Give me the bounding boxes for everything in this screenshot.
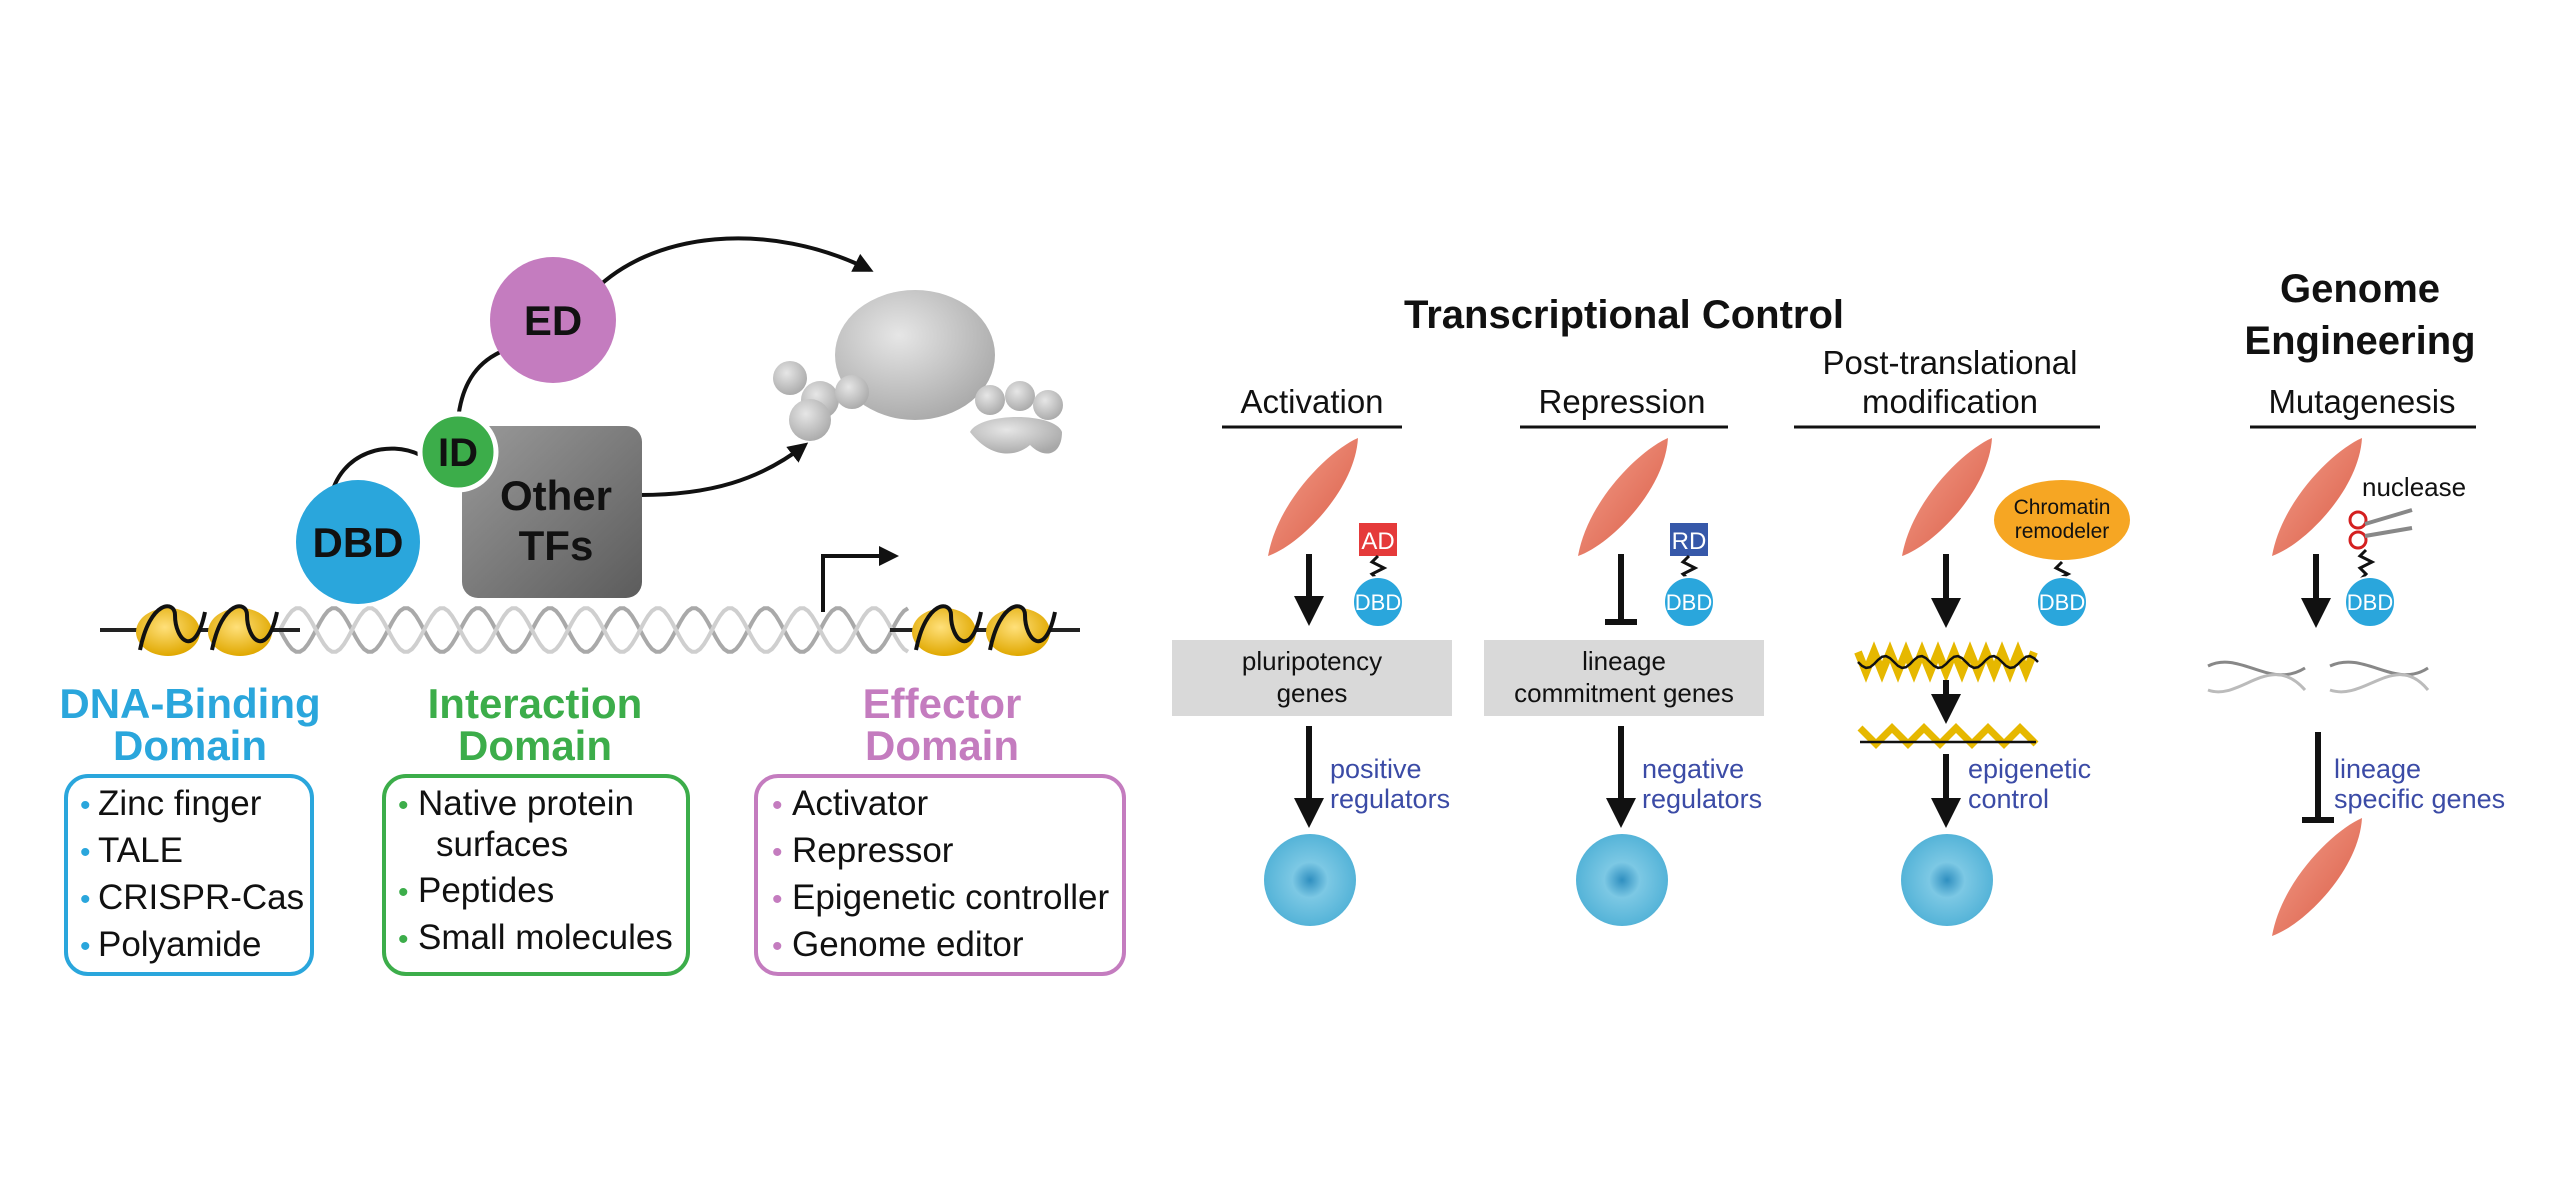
- repression-header: Repression: [1539, 383, 1706, 420]
- id-circle: ID: [417, 411, 499, 493]
- transcriptional-control-title: Transcriptional Control: [1404, 293, 1844, 337]
- dbd-small-label: DBD: [1355, 590, 1401, 615]
- epigenetic-control-1: epigenetic: [1968, 754, 2091, 784]
- positive-regulators-2: regulators: [1330, 784, 1450, 814]
- id-item-small-molecules: Small molecules: [418, 918, 673, 957]
- ed-item-epigenetic-controller: Epigenetic controller: [792, 878, 1109, 917]
- negative-regulators-1: negative: [1642, 754, 1744, 784]
- interaction-domain: Interaction Domain • • • Native protein …: [382, 680, 690, 976]
- bullet-dot: •: [772, 930, 783, 963]
- fibroblast-cell: [2272, 438, 2362, 556]
- genome-engineering-title-2: Engineering: [2244, 319, 2475, 363]
- effector-title-2: Domain: [865, 722, 1019, 769]
- bullet-dot: •: [80, 836, 91, 869]
- dbd-small-label: DBD: [2039, 590, 2085, 615]
- lineage-box-line-2: commitment genes: [1514, 678, 1734, 708]
- genome-engineering-title-1: Genome: [2280, 267, 2440, 311]
- mutagenesis-column: nuclease DBD lineage specific genes: [2207, 438, 2505, 936]
- dbd-item-crispr-cas: CRISPR-Cas: [98, 878, 304, 917]
- bullet-dot: •: [772, 789, 783, 822]
- negative-regulators-2: regulators: [1642, 784, 1762, 814]
- pluripotency-box-line-1: pluripotency: [1242, 646, 1382, 676]
- ed-item-activator: Activator: [792, 784, 928, 823]
- ed-item-repressor: Repressor: [792, 831, 954, 870]
- bullet-dot: •: [80, 789, 91, 822]
- fibroblast-cell: [1902, 438, 1992, 556]
- compact-chromatin: [1854, 641, 2039, 683]
- dna-binding-title-1: DNA-Binding: [59, 680, 320, 727]
- dbd-small-label: DBD: [1666, 590, 1712, 615]
- effector-domain: Effector Domain • • • • Activator Repres…: [754, 680, 1126, 976]
- transcription-start-arrow: [821, 546, 899, 612]
- ptm-header-2: modification: [1862, 383, 2038, 420]
- protein-complex: [773, 290, 1063, 454]
- ptm-column: Chromatin remodeler DBD epigenetic contr…: [1854, 438, 2130, 926]
- id-item-peptides: Peptides: [418, 871, 554, 910]
- dbd-item-tale: TALE: [98, 831, 183, 870]
- dbd-label: DBD: [313, 519, 404, 566]
- chromatin-remodeler-2: remodeler: [2015, 520, 2110, 543]
- bullet-dot: •: [398, 876, 409, 909]
- ed-label: ED: [524, 297, 582, 344]
- chromatin-remodeler-1: Chromatin: [2014, 496, 2111, 519]
- ad-tag: AD: [1361, 528, 1394, 555]
- lineage-commitment-genes-box: [1484, 640, 1764, 716]
- activation-column: AD DBD pluripotency genes positive regul…: [1172, 438, 1452, 926]
- lineage-specific-1: lineage: [2334, 754, 2421, 784]
- nuclease-label: nuclease: [2362, 472, 2466, 502]
- lineage-specific-2: specific genes: [2334, 784, 2505, 814]
- fibroblast-cell: [1268, 438, 1358, 556]
- epigenetic-control-2: control: [1968, 784, 2049, 814]
- dna-binding-domain: DNA-Binding Domain • • • • Zinc finger T…: [59, 680, 321, 976]
- pluripotency-box-line-2: genes: [1277, 678, 1348, 708]
- interaction-title-2: Domain: [458, 722, 612, 769]
- id-item-surfaces: surfaces: [436, 825, 568, 864]
- bullet-dot: •: [772, 883, 783, 916]
- nucleosome-right: [912, 604, 1057, 656]
- other-tfs-label-2: TFs: [519, 522, 594, 569]
- ed-circle: ED: [490, 257, 616, 383]
- othertfs-to-complex-arrow: [639, 442, 809, 497]
- bullet-dot: •: [772, 836, 783, 869]
- scissors-icon: [2348, 508, 2413, 550]
- positive-regulators-1: positive: [1330, 754, 1422, 784]
- bullet-dot: •: [398, 789, 409, 822]
- activation-header: Activation: [1240, 383, 1383, 420]
- open-chromatin: [1857, 723, 2039, 749]
- fibroblast-cell: [2272, 818, 2362, 936]
- cut-dna-helix: [2207, 660, 2430, 694]
- stem-cell: [1576, 834, 1668, 926]
- id-ed-linker: [456, 348, 506, 421]
- stem-cell: [1901, 834, 1993, 926]
- id-label: ID: [438, 431, 478, 475]
- bullet-dot: •: [80, 930, 91, 963]
- effector-title-1: Effector: [863, 680, 1022, 727]
- bullet-dot: •: [80, 883, 91, 916]
- right-panel: Transcriptional Control Genome Engineeri…: [1172, 267, 2505, 936]
- repression-column: RD DBD lineage commitment genes negative…: [1484, 438, 1764, 926]
- dbd-small-label: DBD: [2347, 590, 2393, 615]
- bullet-dot: •: [398, 923, 409, 956]
- mutagenesis-header: Mutagenesis: [2268, 383, 2455, 420]
- pluripotency-genes-box: [1172, 640, 1452, 716]
- ed-to-complex-arrow: [588, 236, 874, 297]
- id-item-native-protein: Native protein: [418, 784, 634, 823]
- dbd-item-zinc-finger: Zinc finger: [98, 784, 262, 823]
- dbd-item-polyamide: Polyamide: [98, 925, 261, 964]
- other-tfs-box: Other TFs: [462, 426, 642, 598]
- interaction-title-1: Interaction: [428, 680, 643, 727]
- stem-cell: [1264, 834, 1356, 926]
- dna-binding-title-2: Domain: [113, 722, 267, 769]
- left-panel: Other TFs DBD ID ED DNA-Binding Domain •…: [59, 236, 1126, 976]
- rd-tag: RD: [1672, 528, 1707, 555]
- lineage-box-line-1: lineage: [1582, 646, 1666, 676]
- nucleosome-left: [136, 604, 279, 656]
- fibroblast-cell: [1578, 438, 1668, 556]
- other-tfs-label-1: Other: [500, 472, 612, 519]
- dbd-circle: DBD: [296, 480, 420, 604]
- ptm-header-1: Post-translational: [1823, 344, 2078, 381]
- ed-item-genome-editor: Genome editor: [792, 925, 1024, 964]
